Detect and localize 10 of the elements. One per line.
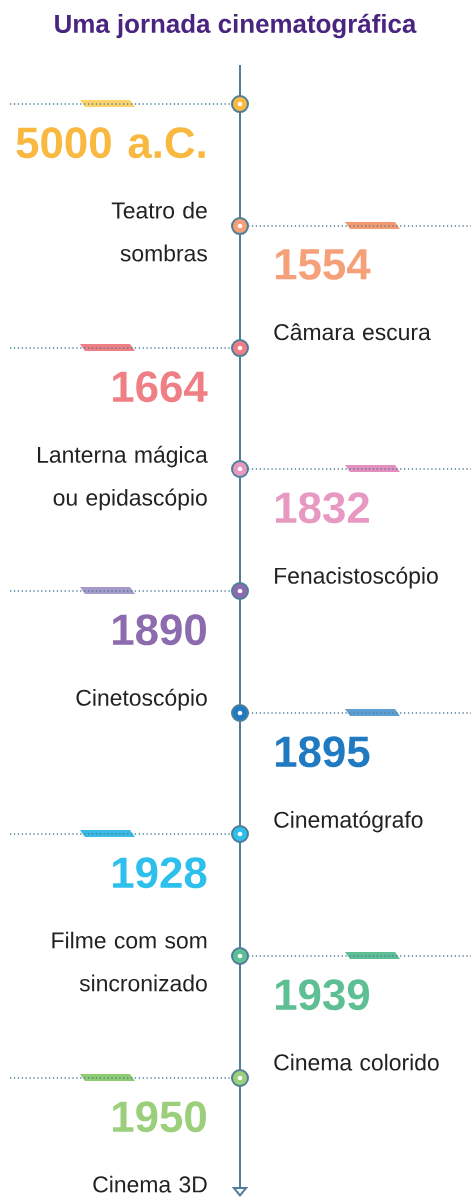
timeline-event: 1928 Filme com som sincronizado bbox=[52, 857, 207, 992]
timeline-event: 1664 Lanterna mágica ou epidascópio bbox=[38, 371, 208, 511]
timeline-event: 1895 Cinematógrafo bbox=[274, 736, 423, 833]
timeline-event: 1890 Cinetoscópio bbox=[76, 614, 207, 711]
timeline-event: 1554 Câmara escura bbox=[274, 249, 431, 341]
timeline-event: 1939 Cinema colorido bbox=[274, 979, 439, 1071]
timeline-event: 1832 Fenacistoscópio bbox=[275, 492, 438, 589]
timeline-event: 5000 a.C. Teatro de sombras bbox=[16, 127, 207, 262]
timeline-event: 1950 Cinema 3D bbox=[93, 1101, 207, 1193]
title: Uma jornada cinematográfica bbox=[55, 13, 417, 39]
